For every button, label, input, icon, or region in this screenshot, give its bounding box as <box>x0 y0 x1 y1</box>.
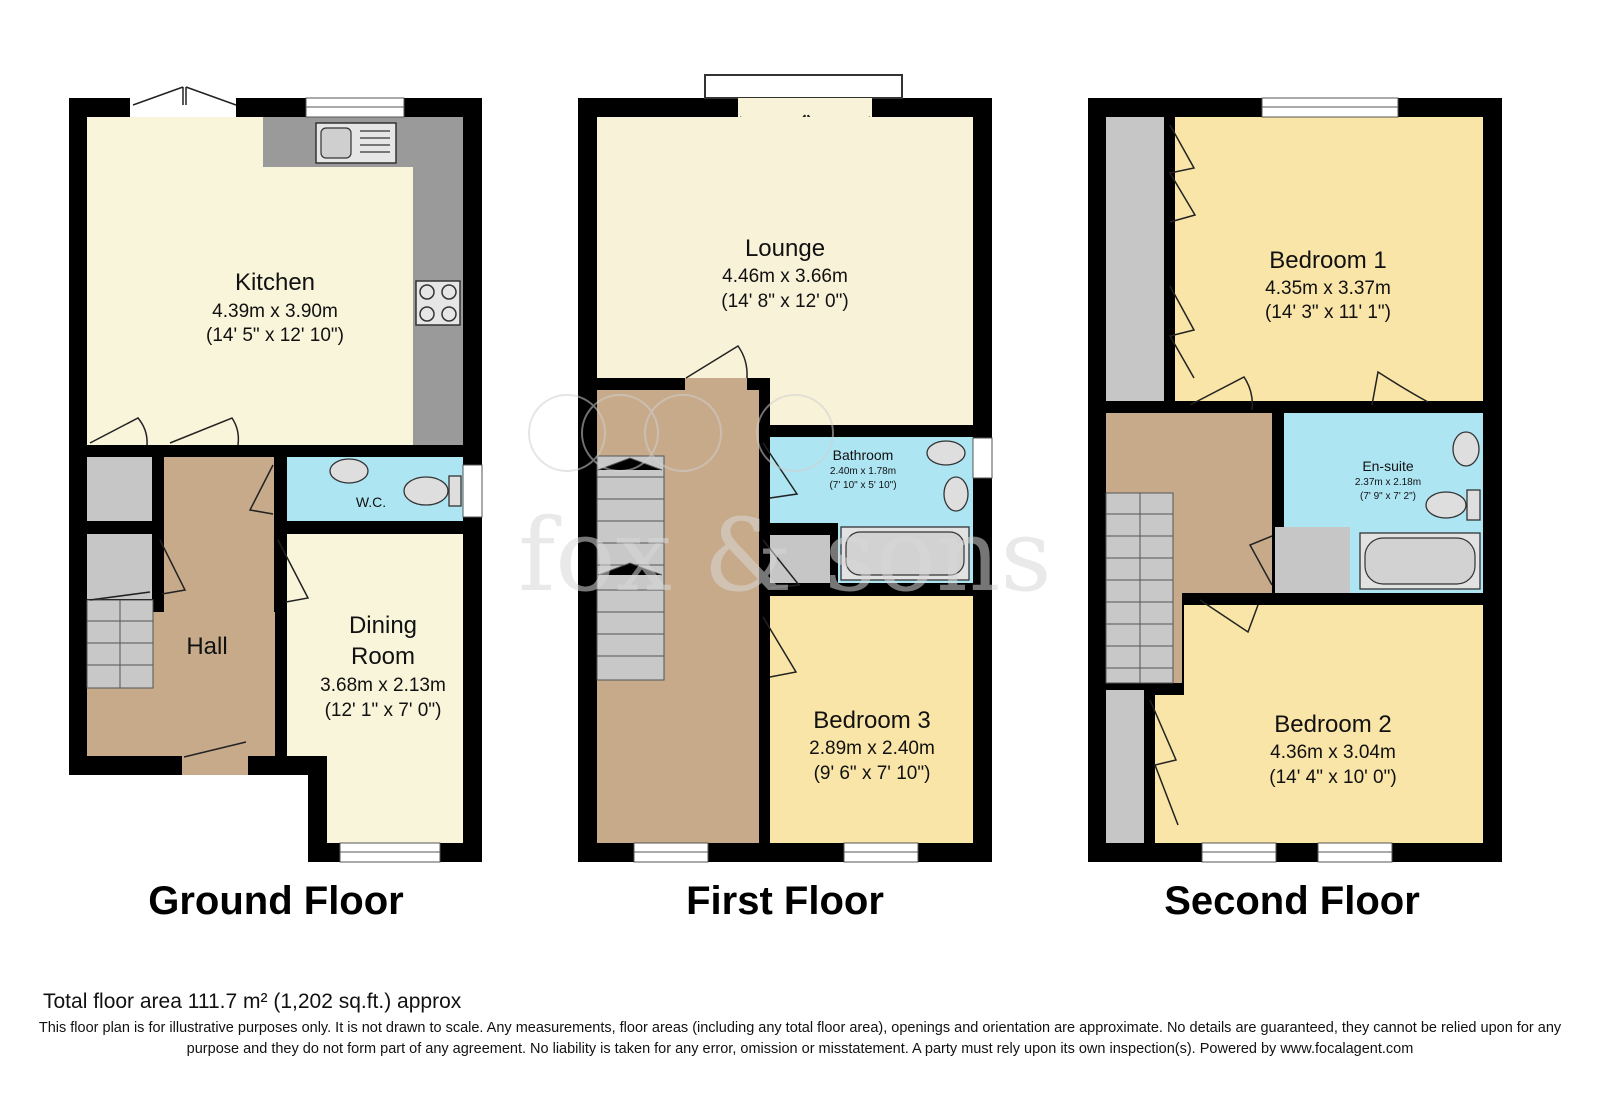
kitchen-french-doors <box>130 98 236 117</box>
sink-bowl <box>320 127 352 159</box>
first-floor-title: First Floor <box>686 879 884 923</box>
wc-window <box>462 464 483 518</box>
ensuite-name: En-suite <box>1362 458 1414 474</box>
dining-name-line2: Room <box>351 643 415 670</box>
bedroom3-name: Bedroom 3 <box>813 707 930 734</box>
dining-metric: 3.68m x 2.13m <box>320 675 446 696</box>
first-cupboard <box>770 535 830 583</box>
lounge-metric: 4.46m x 3.66m <box>722 266 848 287</box>
second-door-swings <box>1149 124 1429 826</box>
bedroom3-imperial: (9' 6" x 7' 10") <box>814 763 931 784</box>
ensuite-basin-icon <box>1452 431 1480 467</box>
ground-door-swings <box>89 417 310 603</box>
hall-name: Hall <box>186 633 227 660</box>
second-floor: Bedroom 1 4.35m x 3.37m (14' 3" x 11' 1"… <box>1088 97 1502 923</box>
second-floor-title: Second Floor <box>1164 879 1420 923</box>
bathroom-imperial: (7' 10" x 5' 10") <box>829 480 896 491</box>
lounge-room <box>597 117 973 378</box>
lounge-name: Lounge <box>745 235 825 262</box>
bedroom1-imperial: (14' 3" x 11' 1") <box>1265 302 1391 323</box>
bedroom3-metric: 2.89m x 2.40m <box>809 738 935 759</box>
bathroom-basin-icon <box>943 476 969 512</box>
cupboard-upper <box>87 457 152 521</box>
ground-floor-title: Ground Floor <box>148 879 404 923</box>
bathroom-name: Bathroom <box>833 447 894 463</box>
juliet-balcony <box>704 74 903 99</box>
kitchen-room <box>87 117 463 445</box>
ensuite-imperial: (7' 9" x 7' 2") <box>1360 491 1416 502</box>
bathroom-metric: 2.40m x 1.78m <box>830 466 896 477</box>
bedroom2-room <box>1184 605 1483 843</box>
cupboard-lower <box>87 534 152 599</box>
hob-rings <box>419 284 457 322</box>
lounge-imperial: (14' 8" x 12' 0") <box>721 291 848 312</box>
bedroom2-name: Bedroom 2 <box>1274 711 1391 738</box>
bathroom-window <box>972 437 993 479</box>
ensuite-toilet-icon <box>1425 491 1467 519</box>
dining-imperial: (12' 1" x 7' 0") <box>325 700 442 721</box>
hob-icon <box>415 280 461 326</box>
first-floor: Lounge 4.46m x 3.66m (14' 8" x 12' 0") B… <box>578 74 993 923</box>
bedroom2-wardrobe <box>1106 690 1144 843</box>
drainer-icon <box>360 130 390 153</box>
second-cupboard <box>1275 527 1350 593</box>
wc-basin-icon <box>329 458 369 484</box>
bedroom2-imperial: (14' 4" x 10' 0") <box>1269 767 1396 788</box>
dining-name-line1: Dining <box>349 612 417 639</box>
disclaimer-text: This floor plan is for illustrative purp… <box>38 1020 1562 1057</box>
bedroom3-room <box>770 596 973 843</box>
front-door <box>182 756 248 775</box>
kitchen-imperial: (14' 5" x 12' 10") <box>206 325 344 346</box>
kitchen-worktop <box>263 117 463 445</box>
kitchen-name: Kitchen <box>235 269 315 296</box>
watermark-text: fox & sons <box>518 497 1051 614</box>
ground-floor: Kitchen 4.39m x 3.90m (14' 5" x 12' 10")… <box>69 86 483 923</box>
ensuite-metric: 2.37m x 2.18m <box>1355 477 1421 488</box>
bedroom1-name: Bedroom 1 <box>1269 247 1386 274</box>
total-floor-area: Total floor area 111.7 m² (1,202 sq.ft.)… <box>43 990 462 1013</box>
bedroom1-room <box>1175 117 1483 401</box>
kitchen-metric: 4.39m x 3.90m <box>212 301 338 322</box>
watermark-logo: fox & sons <box>518 394 1052 614</box>
dining-room <box>287 534 463 756</box>
first-door-swings <box>685 344 801 678</box>
bedroom1-wardrobe <box>1106 117 1164 401</box>
bathroom-toilet-icon <box>926 440 966 466</box>
bedroom1-metric: 4.35m x 3.37m <box>1265 278 1391 299</box>
bedroom2-metric: 4.36m x 3.04m <box>1270 742 1396 763</box>
wc-name: W.C. <box>356 494 386 510</box>
wc-toilet-icon <box>403 476 449 506</box>
